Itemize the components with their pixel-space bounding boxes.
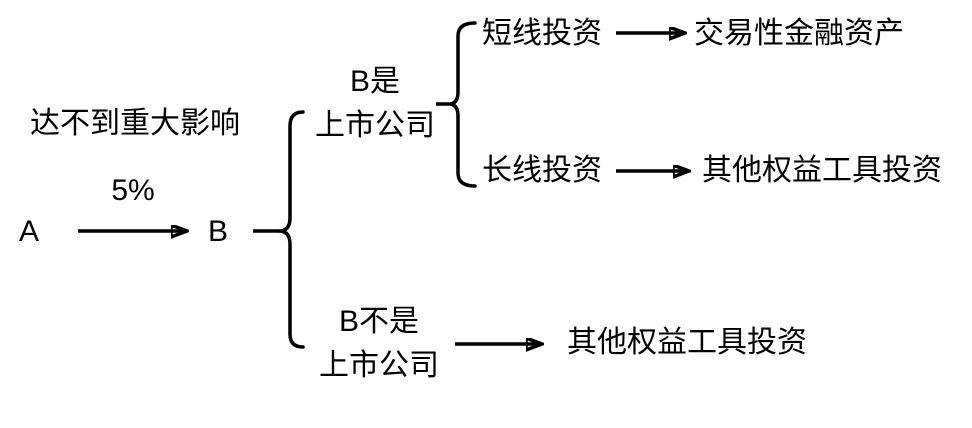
long-term-label: 长线投资 [482,154,602,187]
unlisted-branch-line2: 上市公司 [319,349,439,382]
short-term-result-label: 交易性金融资产 [694,17,904,50]
long-term-result-label: 其他权益工具投资 [702,154,942,187]
unlisted-branch-line1: B不是 [338,305,419,338]
listed-branch-line2: 上市公司 [315,109,435,142]
listed-branch-line1: B是 [349,65,400,98]
listed-branch-label: B是 上市公司 [310,60,440,148]
ownership-percentage-label: 5% [111,174,155,207]
unlisted-branch-label: B不是 上市公司 [314,300,444,388]
unlisted-result-label: 其他权益工具投资 [567,326,807,359]
short-term-label: 短线投资 [482,17,602,50]
node-b: B [207,215,228,248]
main-brace-icon [277,110,305,349]
node-a: A [18,215,39,248]
condition-label: 达不到重大影响 [30,107,240,140]
sub-brace-icon [447,21,477,188]
